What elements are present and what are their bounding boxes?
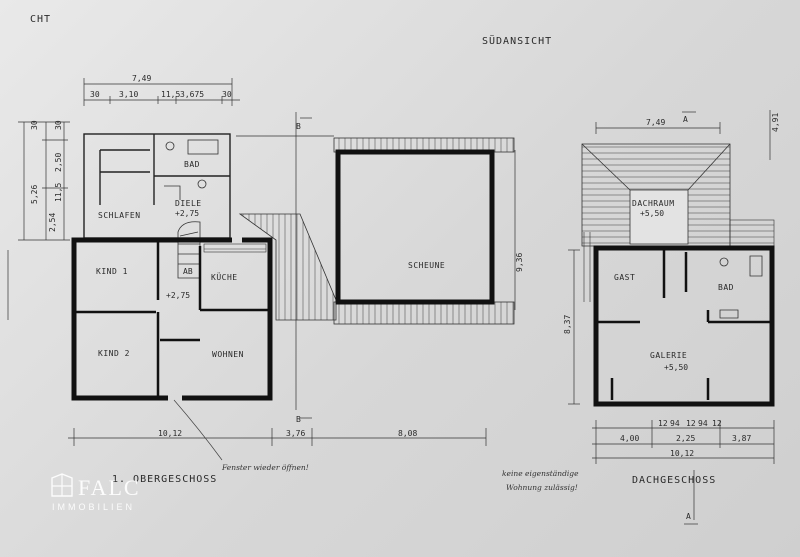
floor2-inner-walls — [598, 250, 770, 400]
floor2-section-mark-top: A — [683, 115, 688, 124]
floor1-title: 1. OBERGESCHOSS — [112, 474, 217, 485]
floor1-dim-top-c: 11,5 — [161, 90, 180, 99]
floor1-upper-wing — [83, 133, 231, 239]
floor1-room-scheune: SCHEUNE — [408, 261, 445, 270]
watermark-logo: FALC IMMOBILIEN — [51, 473, 141, 512]
floor2-bath-fixtures — [719, 255, 763, 319]
floor1-room-kueche: KÜCHE — [211, 272, 238, 282]
floor1-dim-top-a: 30 — [90, 90, 100, 99]
floor1-barn — [236, 135, 516, 325]
floor2-room-bad: BAD — [718, 283, 734, 292]
floor2-rail — [583, 232, 591, 302]
watermark-brand: FALC — [78, 475, 141, 500]
floor2-dim-b1-c: 12 — [686, 419, 696, 428]
floor1-main-walls — [71, 237, 273, 401]
floor2-note-line1: keine eigenständige — [502, 469, 579, 478]
floor2-plan: 7,49 A 4,91 — [502, 110, 780, 525]
floor2-dim-b1-a: 12 — [658, 419, 668, 428]
floor2-dim-top: 7,49 — [646, 118, 665, 127]
floor1-room-bad: BAD — [184, 160, 200, 169]
floor1-dim-right: 9,36 — [515, 253, 524, 272]
floor2-dim-top-lines — [595, 110, 771, 160]
floor2-dim-left-lines — [568, 249, 580, 405]
floor1-dim-left-d: 5,26 — [30, 185, 39, 204]
floor2-level-dachraum: +5,50 — [640, 209, 664, 218]
floor1-dim-top-e: 30 — [222, 90, 232, 99]
floor2-room-galerie: GALERIE — [650, 351, 687, 360]
floor1-plan: 7,49 30 3,10 11,5 3,675 30 30 30 2,50 5,… — [7, 74, 524, 485]
floor1-level-hall: +2,75 — [166, 291, 190, 300]
floor1-note: Fenster wieder öffnen! — [221, 463, 309, 472]
floor1-inner-walls — [76, 240, 268, 396]
floor1-dim-bottom-lines — [68, 428, 487, 446]
floor2-dim-b1-e: 12 — [712, 419, 722, 428]
floor2-dim-right: 4,91 — [771, 113, 780, 132]
header-fragment: CHT — [30, 14, 51, 25]
floor1-dim-left-e: 2,54 — [48, 213, 57, 232]
floor2-dim-b2-c: 3,87 — [732, 434, 751, 443]
floor1-level-diele: +2,75 — [175, 209, 199, 218]
floor2-section-mark-bottom: A — [686, 512, 691, 521]
floor2-room-gast: GAST — [614, 273, 635, 282]
floor1-dim-bottom-c: 8,08 — [398, 429, 417, 438]
floor1-room-wohnen: WOHNEN — [212, 350, 244, 359]
falc-logo-icon — [51, 473, 73, 497]
floor2-dim-total: 10,12 — [670, 449, 694, 458]
floor2-room-dachraum: DACHRAUM — [632, 199, 675, 208]
floor2-roof — [581, 143, 775, 247]
floor1-room-kind2: KIND 2 — [98, 349, 130, 358]
floor1-dim-top-b: 3,10 — [119, 90, 138, 99]
floor1-dim-top-lines — [83, 78, 240, 106]
floor2-title: DACHGESCHOSS — [632, 475, 716, 486]
floor2-dim-b2-a: 4,00 — [620, 434, 639, 443]
floor2-dim-b1-b: 94 — [670, 419, 680, 428]
floor1-dim-left-c: 2,50 — [54, 153, 63, 172]
floor1-dim-bottom-b: 3,76 — [286, 429, 305, 438]
floor2-note-line2: Wohnung zulässig! — [506, 483, 578, 492]
floor2-section-lines — [684, 470, 698, 525]
floor1-note-arrow — [173, 399, 223, 461]
floor2-dim-left: 8,37 — [563, 315, 572, 334]
floor2-level-galerie: +5,50 — [664, 363, 688, 372]
floor1-dim-left-b: 30 — [54, 120, 63, 130]
floor1-dim-bottom-a: 10,12 — [158, 429, 182, 438]
floor2-main-walls — [593, 245, 775, 407]
south-view-label: SÜDANSICHT — [482, 34, 552, 47]
floor1-room-diele: DIELE — [175, 199, 202, 208]
floor1-dim-top-total: 7,49 — [132, 74, 151, 83]
floor1-kitchen-counter — [203, 243, 267, 253]
floor1-dim-left-lines — [7, 121, 70, 320]
floor2-dim-b1-d: 94 — [698, 419, 708, 428]
floor1-dim-left-f: 11,5 — [54, 183, 63, 202]
floor1-section-mark-top: B — [296, 122, 301, 131]
floor2-dim-bottom-lines — [592, 420, 775, 464]
watermark-sub: IMMOBILIEN — [52, 502, 135, 512]
floor1-room-schlafen: SCHLAFEN — [98, 211, 141, 220]
floor1-terrace — [238, 213, 337, 321]
floor1-dim-left-a: 30 — [30, 120, 39, 130]
floor1-section-lines — [295, 112, 312, 419]
floor1-dim-top-d: 3,675 — [180, 90, 204, 99]
floor1-section-mark-bottom: B — [296, 415, 301, 424]
floor2-dim-b2-b: 2,25 — [676, 434, 695, 443]
floor1-room-ab: AB — [183, 267, 193, 276]
floor1-room-kind1: KIND 1 — [96, 267, 128, 276]
floor1-bath-fixtures — [164, 139, 219, 200]
